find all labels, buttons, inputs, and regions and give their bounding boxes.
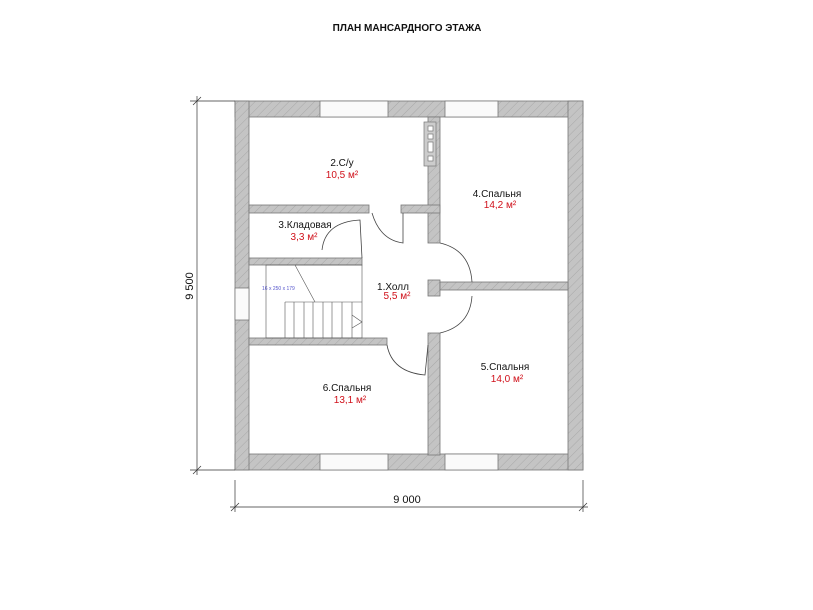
room-area: 3,3 м² bbox=[291, 232, 319, 243]
windows bbox=[234, 100, 499, 471]
vent-shaft bbox=[423, 121, 437, 167]
room-name: 6.Спальня bbox=[323, 383, 372, 394]
stair-spec: 16 x 250 x 179 bbox=[262, 286, 295, 292]
doors bbox=[321, 212, 473, 376]
room-labels: 2.С/у 10,5 м² 4.Спальня 14,2 м² 3.Кладов… bbox=[278, 158, 529, 406]
room-name: 5.Спальня bbox=[481, 362, 530, 373]
room-name: 2.С/у bbox=[330, 158, 353, 169]
room-area: 14,2 м² bbox=[484, 200, 517, 211]
room-area: 13,1 м² bbox=[334, 395, 367, 406]
height-dimension: 9 500 bbox=[184, 272, 196, 300]
plan-title: ПЛАН МАНСАРДНОГО ЭТАЖА bbox=[333, 23, 482, 34]
room-name: 3.Кладовая bbox=[278, 220, 331, 231]
room-area: 10,5 м² bbox=[326, 170, 359, 181]
room-area: 5,5 м² bbox=[384, 291, 412, 302]
dimension-lines bbox=[190, 96, 588, 512]
width-dimension: 9 000 bbox=[393, 494, 421, 506]
room-area: 14,0 м² bbox=[491, 374, 524, 385]
room-name: 1.Холл bbox=[377, 282, 409, 293]
staircase bbox=[265, 264, 363, 339]
room-name: 4.Спальня bbox=[473, 189, 522, 200]
